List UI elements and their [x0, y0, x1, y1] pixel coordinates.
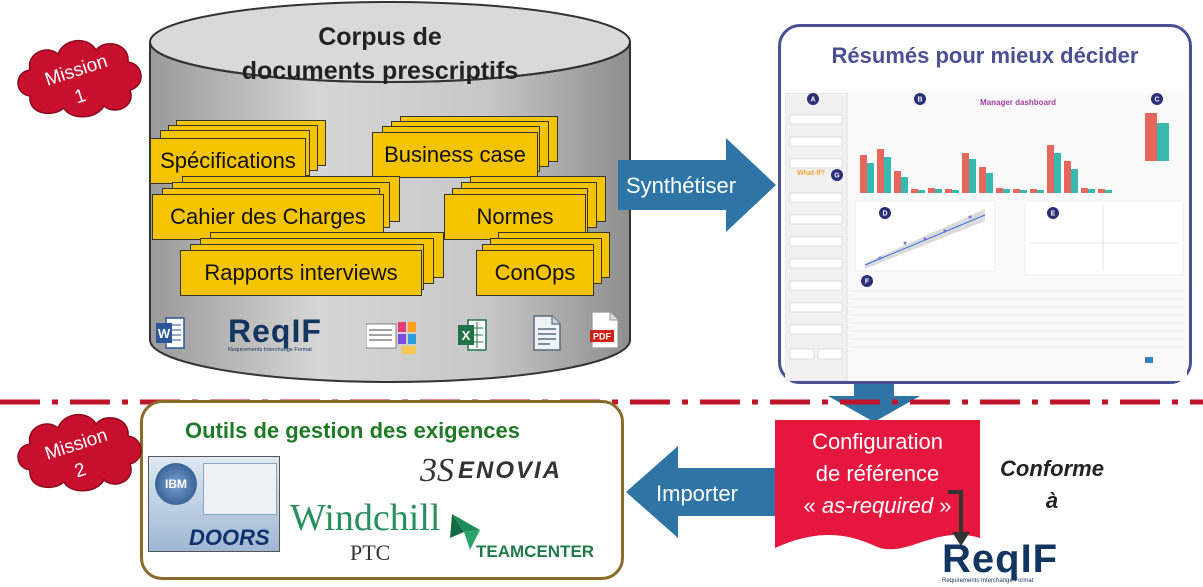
- summary-panel: Résumés pour mieux décider What-If? Mana…: [778, 24, 1192, 384]
- import-label: Importer: [656, 481, 738, 506]
- 3ds-mark-icon: 3S: [420, 452, 454, 489]
- configuration-line1: Configuration: [812, 429, 943, 454]
- doc-label-business-case: Business case: [372, 132, 538, 178]
- doc-stack-business-case: Business case: [372, 116, 560, 190]
- corpus-title-line2: documents prescriptifs: [241, 57, 519, 85]
- summary-panel-title: Résumés pour mieux décider: [831, 43, 1139, 68]
- configuration-text: Configuration de référence « as-required…: [775, 426, 980, 522]
- windchill-label: Windchill: [290, 497, 441, 539]
- doors-label: DOORS: [189, 525, 270, 550]
- word-icon-letter: W: [158, 326, 171, 341]
- corpus-title-line1: Corpus de: [318, 23, 442, 51]
- badge-g: G: [834, 173, 840, 180]
- pdf-icon: PDF: [590, 310, 620, 355]
- teamcenter-logo: [448, 512, 484, 557]
- manager-dashboard-title: Manager dashboard: [980, 98, 1056, 107]
- reqif-logo-text: ReqIF: [228, 313, 322, 349]
- ptc-label: PTC: [350, 540, 391, 565]
- badge-b: B: [917, 97, 922, 104]
- mission-separator: [0, 399, 1203, 405]
- conforme-line1: Conforme: [1000, 456, 1104, 481]
- synthesize-arrow: Synthétiser: [618, 138, 776, 232]
- configuration-line3: « as-required »: [803, 493, 952, 518]
- badge-e: E: [1051, 211, 1056, 218]
- conforme-arrow: [948, 490, 970, 546]
- reqif-bottom-text: ReqIF: [942, 537, 1059, 581]
- reqif-logo-bottom: ReqIF Requirements Interchange Format: [942, 537, 1102, 584]
- manager-dashboard-thumbnail: What-If? Manager dashboard: [785, 93, 1187, 381]
- enovia-label: ENOVIA: [458, 457, 563, 484]
- excel-icon: X: [458, 318, 488, 357]
- excel-icon-letter: X: [462, 328, 471, 343]
- configuration-line2: de référence: [815, 461, 940, 486]
- teamcenter-label: TEAMCENTER: [476, 542, 595, 561]
- doc-label-conops: ConOps: [476, 250, 594, 296]
- conforme-line2: à: [1045, 488, 1059, 513]
- pdf-icon-label: PDF: [593, 332, 612, 342]
- enovia-logo: 3S ENOVIA: [420, 452, 562, 490]
- text-file-icon: [530, 314, 562, 357]
- teamcenter-icon: [450, 514, 480, 550]
- conforme-label: Conforme à: [992, 453, 1112, 517]
- reqif-bottom-tagline: Requirements Interchange Format: [942, 578, 1034, 584]
- what-if-label: What-If?: [797, 170, 825, 177]
- reqif-tagline: Requirements Interchange Format: [228, 347, 312, 353]
- mission-1-cloud: Mission 1: [17, 40, 142, 118]
- badge-a: A: [810, 97, 815, 104]
- doc-stack-specifications: Spécifications: [150, 120, 326, 194]
- badge-f: F: [865, 279, 870, 286]
- mission-2-cloud: Mission 2: [17, 414, 142, 492]
- word-icon: W: [156, 316, 186, 355]
- tools-title: Outils de gestion des exigences: [185, 418, 520, 443]
- badge-d: D: [882, 211, 887, 218]
- synthesize-label: Synthétiser: [626, 173, 736, 198]
- import-arrow: Importer: [626, 446, 778, 538]
- reqif-logo: ReqIF Requirements Interchange Format: [228, 313, 328, 353]
- ibm-logo: IBM: [155, 463, 197, 505]
- doc-stack-rapports-interviews: Rapports interviews: [180, 232, 450, 306]
- doc-label-rapports-interviews: Rapports interviews: [180, 250, 422, 296]
- doors-logo: IBM DOORS: [148, 456, 280, 552]
- sysml-logo: [365, 320, 424, 361]
- doc-stack-conops: ConOps: [476, 232, 610, 306]
- configuration-document: [775, 420, 980, 550]
- badge-c: C: [1154, 97, 1159, 104]
